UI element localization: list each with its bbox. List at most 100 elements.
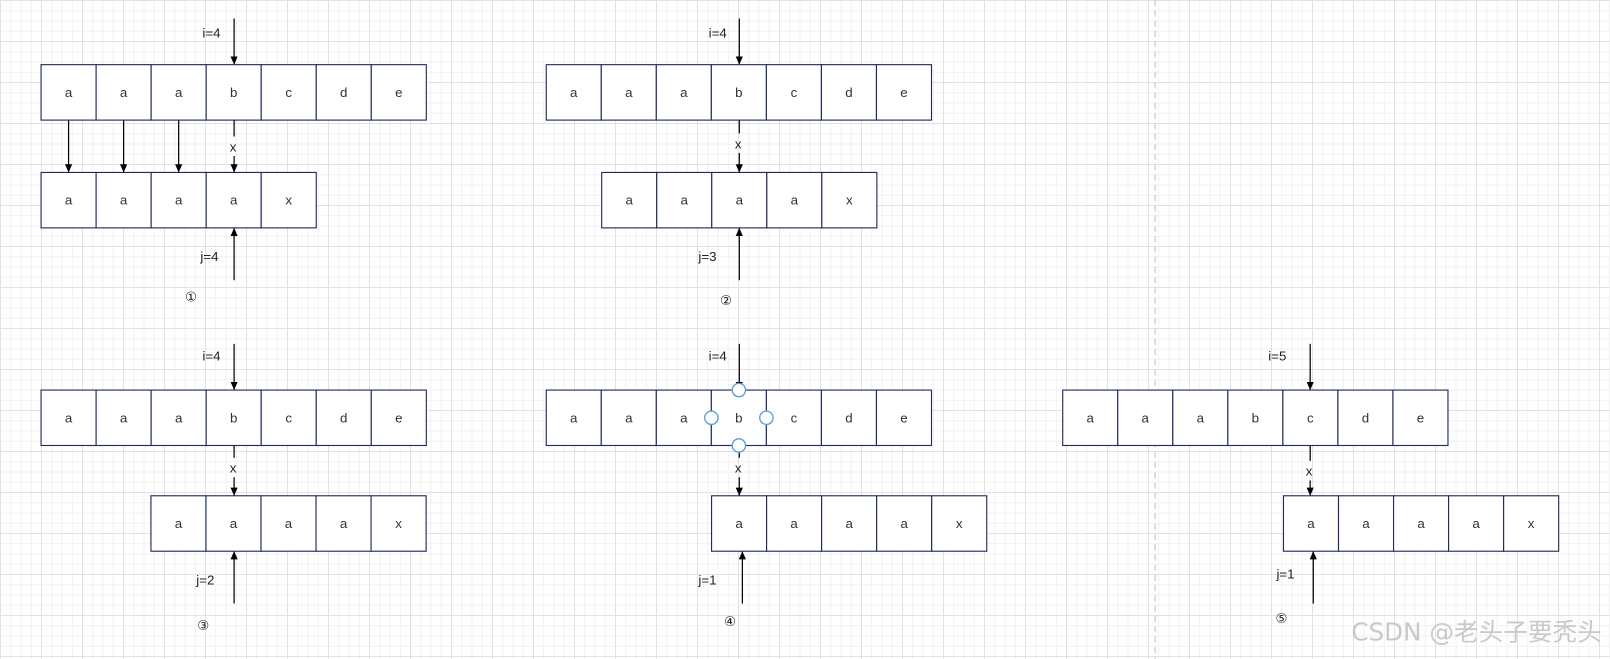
text-cell[interactable]: b bbox=[205, 64, 262, 121]
text-cell-box[interactable] bbox=[370, 64, 427, 121]
pattern-cell-box[interactable] bbox=[260, 171, 317, 229]
text-cell-box[interactable] bbox=[1062, 389, 1119, 447]
mismatch-label[interactable]: x bbox=[1306, 464, 1313, 479]
text-cell-box[interactable] bbox=[1172, 389, 1229, 447]
text-cell[interactable]: a bbox=[600, 389, 657, 447]
text-cell[interactable]: e bbox=[370, 64, 427, 121]
pattern-cell[interactable]: a bbox=[1448, 495, 1505, 552]
pattern-cell-box[interactable] bbox=[370, 495, 427, 552]
text-cell[interactable]: c bbox=[765, 389, 822, 447]
pattern-cell[interactable]: a bbox=[150, 495, 207, 552]
mismatch-label[interactable]: x bbox=[230, 139, 237, 154]
pattern-cell-box[interactable] bbox=[40, 171, 97, 229]
i-pointer-label[interactable]: i=4 bbox=[709, 25, 728, 40]
pattern-cell-box[interactable] bbox=[150, 171, 207, 229]
step-number[interactable]: ⑤ bbox=[1275, 612, 1287, 627]
pattern-cell[interactable]: a bbox=[821, 495, 878, 552]
text-cell-box[interactable] bbox=[40, 64, 97, 121]
pattern-cell-box[interactable] bbox=[1337, 495, 1395, 552]
i-pointer-label[interactable]: i=5 bbox=[1268, 349, 1286, 364]
text-cell[interactable]: b bbox=[710, 64, 767, 121]
pattern-cell-box[interactable] bbox=[766, 495, 823, 552]
pattern-cell-box[interactable] bbox=[766, 171, 823, 229]
pattern-cell[interactable]: a bbox=[40, 171, 97, 229]
text-cell-box[interactable] bbox=[875, 64, 933, 121]
text-cell-box[interactable] bbox=[820, 64, 878, 121]
pattern-cell[interactable]: a bbox=[150, 171, 207, 229]
pattern-cell[interactable]: a bbox=[1392, 495, 1450, 552]
text-cell-box[interactable] bbox=[370, 389, 427, 447]
step-number[interactable]: ① bbox=[185, 291, 197, 306]
pattern-cell-box[interactable] bbox=[1503, 495, 1560, 552]
step-number[interactable]: ③ bbox=[197, 619, 209, 634]
pattern-cell[interactable]: a bbox=[766, 171, 823, 229]
text-cell-box[interactable] bbox=[260, 389, 317, 447]
text-cell-box[interactable] bbox=[655, 64, 712, 121]
pattern-cell-box[interactable] bbox=[1448, 495, 1505, 552]
text-cell[interactable]: b bbox=[1227, 389, 1284, 447]
pattern-cell-box[interactable] bbox=[821, 171, 878, 229]
j-pointer-label[interactable]: j=4 bbox=[199, 249, 219, 264]
pattern-cell[interactable]: x bbox=[821, 171, 878, 229]
text-cell-box[interactable] bbox=[1117, 389, 1174, 447]
text-cell[interactable]: c bbox=[260, 389, 317, 447]
text-cell-box[interactable] bbox=[655, 389, 712, 447]
step-number[interactable]: ④ bbox=[724, 615, 736, 630]
pattern-cell[interactable]: x bbox=[931, 495, 988, 552]
pattern-cell[interactable]: a bbox=[876, 495, 933, 552]
pattern-cell[interactable]: x bbox=[1503, 495, 1560, 552]
text-cell[interactable]: a bbox=[40, 389, 97, 447]
text-cell-box[interactable] bbox=[545, 389, 602, 447]
pattern-cell[interactable]: a bbox=[1337, 495, 1395, 552]
j-pointer-label[interactable]: j=3 bbox=[697, 249, 716, 264]
text-cell-box[interactable] bbox=[1392, 389, 1449, 447]
j-pointer-label[interactable]: j=1 bbox=[1275, 566, 1294, 581]
pattern-cell-box[interactable] bbox=[711, 171, 768, 229]
pattern-cell[interactable]: a bbox=[711, 171, 768, 229]
text-cell-box[interactable] bbox=[765, 389, 822, 447]
pattern-cell-box[interactable] bbox=[315, 495, 372, 552]
pattern-cell-box[interactable] bbox=[1392, 495, 1450, 552]
pattern-cell[interactable]: a bbox=[260, 495, 317, 552]
text-cell-box[interactable] bbox=[710, 389, 767, 447]
text-cell-box[interactable] bbox=[600, 389, 657, 447]
text-cell[interactable]: a bbox=[95, 389, 152, 447]
text-cell[interactable]: d bbox=[820, 389, 878, 447]
pattern-cell[interactable]: x bbox=[370, 495, 427, 552]
pattern-cell-box[interactable] bbox=[876, 495, 933, 552]
text-cell[interactable]: c bbox=[765, 64, 822, 121]
text-cell[interactable]: a bbox=[545, 64, 602, 121]
selection-handle[interactable] bbox=[704, 410, 719, 426]
text-cell[interactable]: a bbox=[655, 64, 712, 121]
text-cell[interactable]: a bbox=[600, 64, 657, 121]
pattern-cell[interactable]: a bbox=[766, 495, 823, 552]
pattern-cell-box[interactable] bbox=[656, 171, 713, 229]
pattern-cell[interactable]: a bbox=[710, 495, 768, 552]
i-pointer-label[interactable]: i=4 bbox=[202, 25, 221, 40]
text-cell[interactable]: a bbox=[1172, 389, 1229, 447]
text-cell-box[interactable] bbox=[600, 64, 657, 121]
text-cell[interactable]: a bbox=[545, 389, 602, 447]
text-cell[interactable]: a bbox=[150, 389, 207, 447]
text-cell[interactable]: a bbox=[1062, 389, 1119, 447]
step-number[interactable]: ② bbox=[720, 294, 732, 309]
pattern-cell[interactable]: a bbox=[205, 171, 262, 229]
pattern-cell[interactable]: x bbox=[260, 171, 317, 229]
text-cell[interactable]: a bbox=[95, 64, 152, 121]
text-cell-box[interactable] bbox=[765, 64, 822, 121]
selection-handle[interactable] bbox=[731, 382, 747, 398]
mismatch-label[interactable]: x bbox=[735, 461, 742, 476]
text-cell[interactable]: a bbox=[1117, 389, 1174, 447]
pattern-cell-box[interactable] bbox=[931, 495, 988, 552]
text-cell[interactable]: d bbox=[1337, 389, 1394, 447]
pattern-cell[interactable]: a bbox=[205, 495, 262, 552]
text-cell[interactable]: a bbox=[655, 389, 712, 447]
text-cell[interactable]: e bbox=[1392, 389, 1449, 447]
pattern-cell[interactable]: a bbox=[601, 171, 658, 229]
mismatch-label[interactable]: x bbox=[735, 136, 742, 151]
text-cell[interactable]: d bbox=[315, 389, 372, 447]
i-pointer-label[interactable]: i=4 bbox=[202, 349, 221, 364]
text-cell-box[interactable] bbox=[95, 64, 152, 121]
